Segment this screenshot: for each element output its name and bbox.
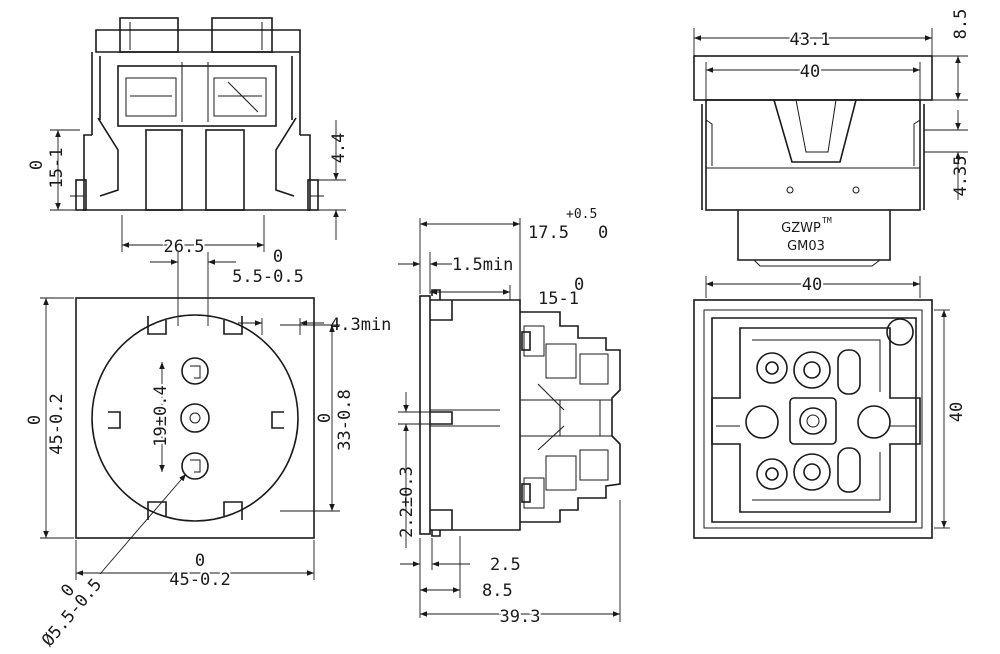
label-side-view: GZWP TM GM03 <box>693 55 933 267</box>
dimension-33: 0 33-0.8 <box>280 324 355 512</box>
dim-2-2-text: 2.2±0.3 <box>397 466 417 538</box>
dimension-17-5: +0.5 17.5 0 <box>419 207 608 310</box>
dim-15-1-zero: 0 <box>27 160 47 170</box>
dimension-19: 19±0.4 <box>149 362 173 472</box>
dim-45-bottom-text: 45-0.2 <box>169 570 230 590</box>
dim-33-zero: 0 <box>315 413 335 423</box>
front-view <box>75 297 315 539</box>
dimension-26-5: 26.5 <box>121 215 265 259</box>
label-brand: GZWP <box>781 221 821 236</box>
dim-19-text: 19±0.4 <box>151 385 171 446</box>
dimension-45-bottom: 0 45-0.2 <box>75 540 315 592</box>
dimension-diameter: 0 Ø5.5-0.5 <box>38 473 187 651</box>
dim-15-1-side-text: 15-1 <box>538 289 579 309</box>
dimension-8-5-bottom: 8.5 <box>420 536 513 601</box>
label-model: GM03 <box>787 239 825 254</box>
dimension-40-top: 40 <box>705 60 921 100</box>
dim-33-text: 33-0.8 <box>335 389 355 450</box>
dimension-15-1: 0 15-1 <box>27 129 80 211</box>
dim-40-top-text: 40 <box>800 62 820 82</box>
dim-45-left-text: 45-0.2 <box>47 393 67 454</box>
dimension-39-3: 39.3 <box>420 500 621 629</box>
dimension-15-1-side: 0 15-1 <box>430 275 584 309</box>
back-view <box>693 299 933 539</box>
dim-1-5min-text: 1.5min <box>452 255 513 275</box>
dim-4-35-text: 4.35 <box>951 156 971 197</box>
dimension-4-35: 4.35 <box>924 110 971 200</box>
dim-40-back-right-text: 40 <box>947 402 967 422</box>
dim-5-5-zero: 0 <box>273 247 283 267</box>
dim-40-back-top-text: 40 <box>802 275 822 295</box>
dim-4-4-text: 4.4 <box>329 133 349 164</box>
dimension-2-2: 2.2±0.3 <box>397 392 430 548</box>
dim-4-3min-text: 4.3min <box>330 315 391 335</box>
dimension-4-4: 4.4 <box>318 120 349 240</box>
dimension-1-5min: 1.5min <box>398 252 513 294</box>
dimension-40-back-top: 40 <box>705 273 921 298</box>
dim-2-5-text: 2.5 <box>490 555 521 575</box>
dim-43-1-text: 43.1 <box>790 30 831 50</box>
dim-15-1-text: 15-1 <box>47 148 67 189</box>
dim-15-1-side-zero: 0 <box>574 275 584 295</box>
side-view <box>419 289 621 537</box>
dim-5-5-text: 5.5-0.5 <box>232 267 304 287</box>
dimension-4-3min: 4.3min <box>238 315 391 335</box>
dim-17-5-tol: +0.5 <box>566 207 597 222</box>
dim-45-left-zero: 0 <box>25 415 45 425</box>
dim-45-bottom-zero: 0 <box>195 551 205 571</box>
label-trademark: TM <box>822 216 832 225</box>
dimension-43-1: 43.1 <box>693 28 933 56</box>
dimension-2-5: 2.5 <box>400 538 521 618</box>
dim-26-5-text: 26.5 <box>164 237 205 257</box>
dim-39-3-text: 39.3 <box>500 607 541 627</box>
dim-17-5-zero: 0 <box>598 223 608 243</box>
dimension-45-left: 0 45-0.2 <box>25 297 74 539</box>
dimension-40-back-right: 40 <box>934 309 967 529</box>
dim-dia-text: Ø5.5-0.5 <box>38 575 106 651</box>
dim-8-5-right-text: 8.5 <box>951 9 971 40</box>
dim-8-5-bottom-text: 8.5 <box>482 581 513 601</box>
dimension-5-5: 0 5.5-0.5 <box>150 247 304 326</box>
top-view <box>70 17 324 211</box>
dim-17-5-text: 17.5 <box>528 223 569 243</box>
dimension-8-5-right: 8.5 <box>932 9 971 101</box>
